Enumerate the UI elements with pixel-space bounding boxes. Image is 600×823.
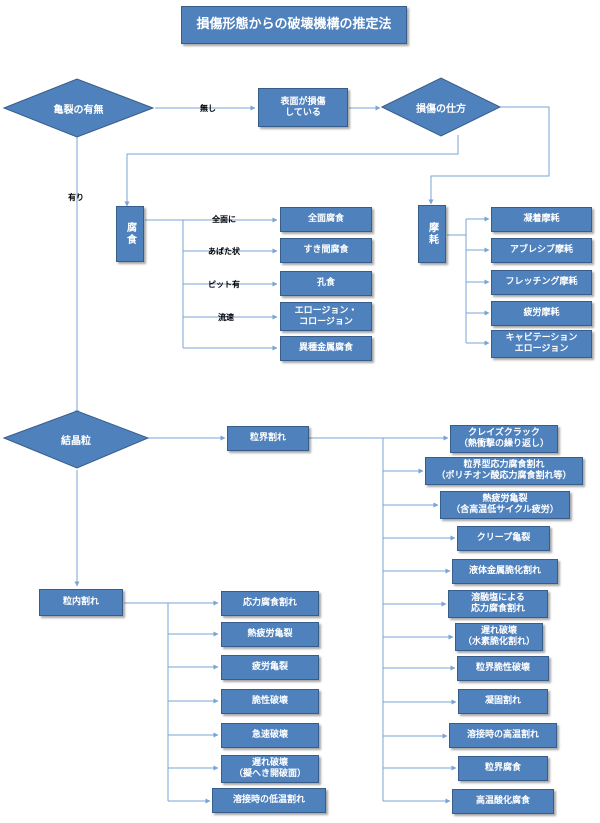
transgranular-type: 溶接時の低温割れ bbox=[212, 788, 326, 813]
corrosion-box: 腐食 bbox=[116, 206, 144, 262]
intergranular-type: 溶融塩による 応力腐食割れ bbox=[448, 590, 548, 618]
corrosion-type: 全面腐食 bbox=[280, 207, 372, 232]
transgranular-type: 遅れ破壊 （擬へき開破面） bbox=[221, 755, 319, 783]
intergranular-type: 溶接時の高温割れ bbox=[449, 723, 557, 748]
intergranular-type: 熱疲労亀裂 （含高温低サイクル疲労） bbox=[440, 491, 570, 519]
damage-mode-decision: 損傷の仕方 bbox=[416, 103, 466, 115]
intergranular-type: クリープ亀裂 bbox=[457, 526, 550, 551]
crack-decision: 亀裂の有無 bbox=[53, 104, 104, 116]
transgranular-type: 熱疲労亀裂 bbox=[221, 622, 319, 647]
intergranular-box: 粒界割れ bbox=[227, 426, 309, 451]
branch-yes-label: 有り bbox=[68, 193, 84, 202]
intergranular-type: 凝固割れ bbox=[458, 689, 548, 714]
condition-label: あばた状 bbox=[208, 247, 240, 256]
line-mode-wear bbox=[428, 106, 550, 205]
diamond-grain-shape bbox=[2, 410, 150, 469]
intergranular-type: 粒界脆性破壊 bbox=[457, 656, 549, 681]
condition-label: ピット有 bbox=[208, 280, 240, 289]
condition-label: 流速 bbox=[218, 313, 234, 322]
wear-box: 摩耗 bbox=[418, 205, 446, 263]
transgranular-box: 粒内割れ bbox=[39, 589, 123, 616]
diagram-title: 損傷形態からの破壊機構の推定法 bbox=[181, 6, 407, 44]
wear-type: 疲労摩耗 bbox=[491, 301, 592, 326]
intergranular-type: 粒界型応力腐食割れ （ポリチオン酸応力腐食割れ等） bbox=[425, 457, 583, 485]
intergranular-type: 液体金属脆化割れ bbox=[452, 559, 558, 584]
corrosion-type: すき間腐食 bbox=[280, 238, 372, 263]
corrosion-type: 孔食 bbox=[280, 271, 372, 296]
corrosion-type: 異種金属腐食 bbox=[280, 336, 372, 361]
branch-none-label: 無し bbox=[200, 104, 216, 113]
condition-label: 全面に bbox=[212, 215, 236, 224]
surface-damage-box: 表面が損傷 している bbox=[258, 88, 348, 127]
intergranular-type: クレイズクラック （熱衝撃の繰り返し） bbox=[450, 425, 558, 453]
line-mode-corrosion bbox=[124, 135, 459, 207]
transgranular-type: 脆性破壊 bbox=[221, 689, 319, 714]
transgranular-type: 急速破壊 bbox=[221, 723, 319, 748]
transgranular-type: 応力腐食割れ bbox=[221, 591, 319, 616]
diamond-crack-shape bbox=[2, 78, 155, 138]
wear-type: キャビテーション エロージョン bbox=[491, 330, 592, 358]
intergranular-type: 高温酸化腐食 bbox=[452, 789, 554, 814]
wear-type: アブレシブ摩耗 bbox=[491, 238, 592, 263]
corrosion-type: エロージョン・ コロージョン bbox=[280, 302, 372, 331]
wear-type: 凝着摩耗 bbox=[491, 207, 592, 232]
grain-decision: 結晶粒 bbox=[61, 436, 91, 447]
transgranular-type: 疲労亀裂 bbox=[221, 655, 319, 680]
intergranular-type: 遅れ破壊 （水素脆化割れ） bbox=[455, 623, 543, 651]
wear-type: フレッチング摩耗 bbox=[491, 270, 592, 295]
intergranular-type: 粒界腐食 bbox=[458, 756, 548, 781]
diamond-mode-shape bbox=[380, 77, 502, 137]
